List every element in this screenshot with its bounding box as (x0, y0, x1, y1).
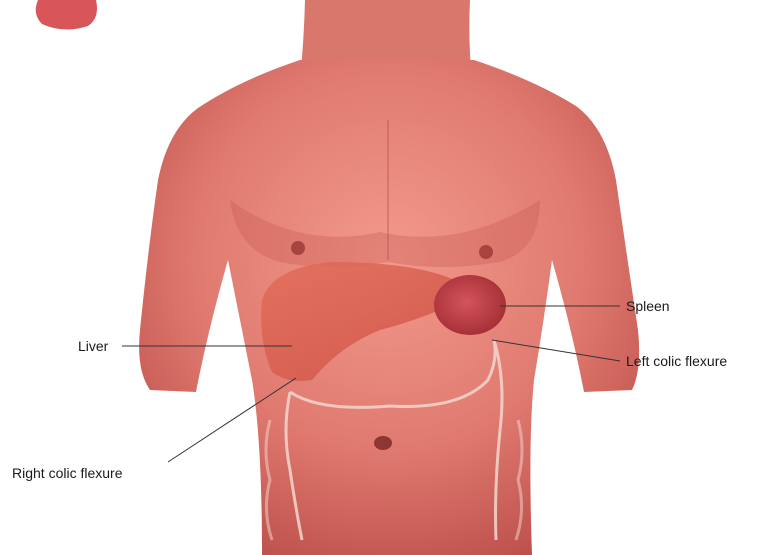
left-colic-flexure-label: Left colic flexure (626, 353, 727, 369)
right-nipple (479, 245, 493, 259)
spleen-label: Spleen (626, 298, 670, 314)
navel (374, 436, 392, 450)
right-colic-flexure-label: Right colic flexure (12, 465, 123, 481)
spleen (434, 275, 506, 335)
left-nipple (291, 241, 305, 255)
corner-organ-fragment (36, 0, 97, 30)
liver-label: Liver (78, 338, 109, 354)
